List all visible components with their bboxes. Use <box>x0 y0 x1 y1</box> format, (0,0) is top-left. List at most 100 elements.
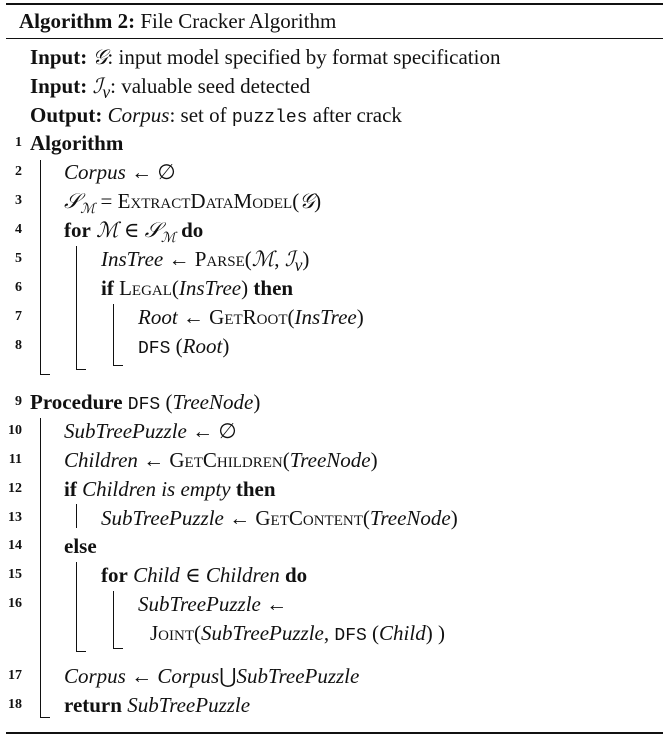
arrow: ← <box>182 305 204 329</box>
scope-end <box>113 365 123 367</box>
parse-fn: Parse <box>194 247 245 271</box>
subscript-v: v <box>102 82 111 103</box>
then-keyword: then <box>235 477 276 501</box>
input-seed-line: Input: ℐv: valuable seed detected <box>30 73 310 105</box>
for-keyword: for <box>64 218 91 242</box>
symbol-m-sub: ℳ <box>160 230 176 247</box>
legal-fn: Legal <box>119 276 172 300</box>
else-keyword: else <box>64 534 97 558</box>
line-15: for Child ∈ Children do <box>101 562 307 588</box>
then-keyword: then <box>253 276 294 300</box>
scope-bar <box>76 504 78 528</box>
line-number: 11 <box>8 452 22 467</box>
corpus-var: Corpus <box>64 664 126 688</box>
empty-set: ∅ <box>218 419 237 443</box>
for-keyword: for <box>101 563 128 587</box>
line-number: 17 <box>8 668 22 683</box>
line-14: else <box>64 533 97 559</box>
line-number: 3 <box>15 193 22 208</box>
line-17: Corpus ← Corpus⋃SubTreePuzzle <box>64 663 359 689</box>
do-keyword: do <box>181 218 204 242</box>
in: ∈ <box>123 218 140 242</box>
output-keyword: Output: <box>30 103 103 127</box>
dfs-fn: DFS <box>334 626 367 646</box>
arrow: ← <box>229 506 251 530</box>
line-4: for ℳ ∈ 𝒮ℳ do <box>64 217 203 251</box>
input-keyword: Input: <box>30 45 88 69</box>
symbol-m-sub: ℳ <box>80 201 96 218</box>
treenode-var: TreeNode <box>289 448 371 472</box>
dfs-fn: DFS <box>138 339 171 359</box>
treenode-var: TreeNode <box>172 390 254 414</box>
caption-label: Algorithm 2: <box>19 9 136 33</box>
symbol-m: ℳ <box>251 247 275 271</box>
bottom-rule <box>6 732 663 734</box>
line-9: Procedure DFS (TreeNode) <box>30 390 261 415</box>
equals: = <box>100 189 113 213</box>
children-var: Children <box>205 563 280 587</box>
input-seed-text: : valuable seed detected <box>110 74 311 98</box>
subtree-var: SubTreePuzzle <box>236 664 360 688</box>
line-16-continued: Joint(SubTreePuzzle, DFS (Child) ) <box>150 621 445 646</box>
line-12: if Children is empty then <box>64 476 276 502</box>
corpus-var: Corpus <box>157 664 220 688</box>
treenode-var: TreeNode <box>369 506 451 530</box>
scope-bar <box>40 160 42 375</box>
algorithm-keyword: Algorithm <box>30 131 124 155</box>
line-number: 2 <box>15 164 22 179</box>
subtree-var: SubTreePuzzle <box>64 419 187 443</box>
instree-var: InsTree <box>294 305 357 329</box>
symbol-m: ℳ <box>96 218 119 242</box>
input-keyword: Input: <box>30 74 88 98</box>
arrow: ← <box>143 448 165 472</box>
in: ∈ <box>185 563 201 587</box>
line-13: SubTreePuzzle ← GetContent(TreeNode) <box>101 506 458 530</box>
scope-bar <box>113 304 115 366</box>
return-keyword: return <box>64 693 122 717</box>
root-var: Root <box>138 305 178 329</box>
if-keyword: if <box>101 276 114 300</box>
getroot-fn: GetRoot <box>209 305 288 329</box>
input-model-line: Input: 𝒢: input model specified by forma… <box>30 44 500 70</box>
scope-bar <box>40 418 42 718</box>
child-var: Child <box>133 563 180 587</box>
puzzles-mono: puzzles <box>231 108 308 128</box>
scope-end <box>76 651 86 653</box>
line-5: InsTree ← Parse(ℳ, ℐv) <box>101 247 310 276</box>
line-number: 6 <box>15 280 22 295</box>
line-number: 15 <box>8 567 22 582</box>
line-number: 1 <box>15 135 22 150</box>
is-empty-text: is empty <box>161 477 231 501</box>
line-16: SubTreePuzzle ← <box>138 591 287 617</box>
empty-set: ∅ <box>157 160 176 184</box>
line-number: 7 <box>15 309 22 324</box>
output-tail: after crack <box>307 103 402 127</box>
line-number: 16 <box>8 596 22 611</box>
symbol-i: ℐ <box>284 247 295 271</box>
child-var: Child <box>379 621 426 645</box>
procedure-keyword: Procedure <box>30 390 123 414</box>
input-model-text: : input model specified by format specif… <box>107 45 501 69</box>
line-number: 4 <box>15 222 22 237</box>
output-text: : set of <box>169 103 232 127</box>
subtree-var: SubTreePuzzle <box>201 621 324 645</box>
line-number: 8 <box>15 338 22 353</box>
corpus-var: Corpus <box>107 103 170 127</box>
symbol-s: 𝒮 <box>144 218 161 242</box>
scope-end <box>40 374 50 376</box>
algorithm-caption: Algorithm 2: File Cracker Algorithm <box>19 8 336 34</box>
line-7: Root ← GetRoot(InsTree) <box>138 305 364 329</box>
line-number: 13 <box>8 510 22 525</box>
symbol-i: ℐ <box>92 74 103 98</box>
root-var: Root <box>182 334 223 358</box>
top-rule <box>6 3 663 5</box>
symbol-g: 𝒢 <box>92 45 108 69</box>
subtree-var: SubTreePuzzle <box>127 693 251 717</box>
output-line: Output: Corpus: set of puzzles after cra… <box>30 102 402 131</box>
getchildren-fn: GetChildren <box>169 448 283 472</box>
symbol-s: 𝒮 <box>64 189 81 213</box>
line-number: 14 <box>8 538 22 553</box>
line-10: SubTreePuzzle ← ∅ <box>64 418 237 444</box>
scope-end <box>40 717 50 719</box>
do-keyword: do <box>284 563 308 587</box>
